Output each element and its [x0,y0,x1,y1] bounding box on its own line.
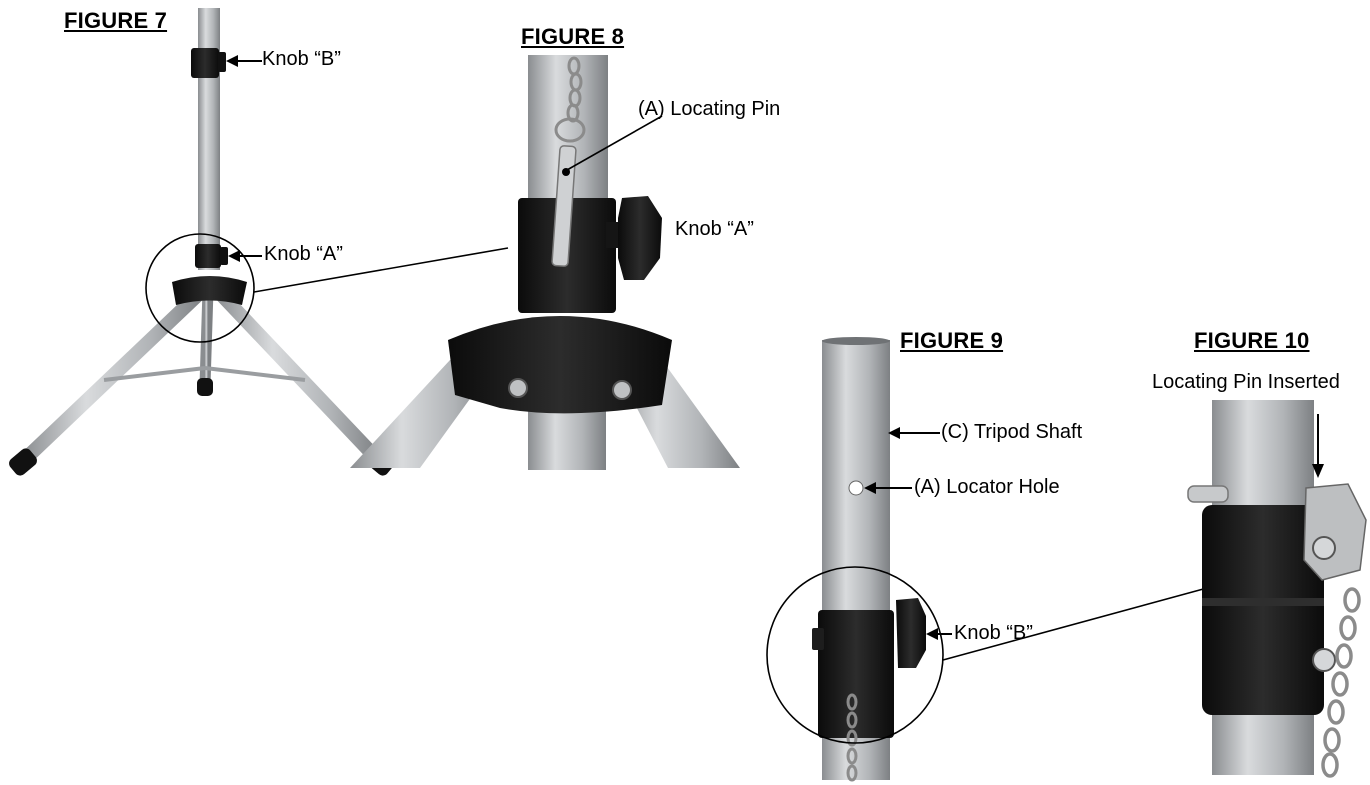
label-knob-b-fig9: Knob “B” [954,622,1033,644]
zoom-connector-fig9-fig10 [942,584,1219,661]
figure7-tripod-photo [9,8,509,476]
tripod-brace-right [204,366,306,382]
closeup-bolt-right [612,380,632,400]
figure7-title: FIGURE 7 [64,8,168,33]
figure9-shaft-photo [766,337,1219,782]
figure10-title: FIGURE 10 [1194,328,1310,353]
locator-hole-icon [848,480,864,496]
closeup-hub-base [448,316,672,414]
zoom-circle-fig7 [145,233,255,343]
fig10-bolt-bottom [1312,648,1336,672]
label-pin-inserted: Locating Pin Inserted [1152,371,1340,393]
label-locator-hole: (A) Locator Hole [914,476,1060,498]
fig9-clamp [818,610,894,738]
knob-b-fig9-icon [896,598,926,668]
fig10-collar-seam [1202,598,1324,606]
arrow-knob-a-head [228,250,240,262]
fig10-latch [1303,483,1367,581]
leader-locating-pin [566,115,663,171]
tripod-hub [172,276,247,305]
arrow-tripod-shaft-head [888,427,900,439]
knob-a-clamp [195,244,221,268]
tripod-shaft [198,8,220,270]
zoom-circle-fig9 [766,566,944,744]
locating-pin-icon [551,145,577,267]
arrow-knob-b-head [226,55,238,67]
fig10-chain [1321,587,1361,778]
fig10-bolt-top [1312,536,1336,560]
fig10-collar [1202,505,1324,715]
arrow-pin-inserted-head [1312,464,1324,478]
knob-b-clamp [191,48,219,78]
fig10-pin-end [1187,485,1229,503]
arrow-knob-b-fig9-head [926,628,938,640]
tripod-leg-right [208,281,387,469]
label-tripod-shaft: (C) Tripod Shaft [941,421,1083,443]
fig9-clamp-tab [812,628,824,650]
figure8-closeup-photo [350,55,740,470]
fig9-shaft-top [822,337,890,345]
tripod-leg-back [199,289,214,386]
fig9-chain [846,693,858,782]
closeup-bolt-left [508,378,528,398]
zoom-connector-fig7-fig8 [253,247,509,293]
figure9-title: FIGURE 9 [900,328,1004,353]
figure8-title: FIGURE 8 [521,24,625,49]
label-knob-a-fig8: Knob “A” [675,218,754,240]
knob-b-icon [218,52,226,72]
arrow-locator-hole-head [864,482,876,494]
label-knob-a-fig7: Knob “A” [264,243,343,265]
tripod-foot-left [9,448,37,476]
closeup-chain [554,56,586,143]
label-locating-pin: (A) Locating Pin [638,98,781,120]
tripod-leg-left [15,281,212,469]
tripod-brace-left [103,366,206,382]
label-knob-b-fig7: Knob “B” [262,48,341,70]
knob-a-icon [220,247,228,265]
figure10-pin-photo [1187,400,1367,778]
knob-a-closeup-icon [618,196,662,280]
tripod-foot-back [197,378,213,396]
